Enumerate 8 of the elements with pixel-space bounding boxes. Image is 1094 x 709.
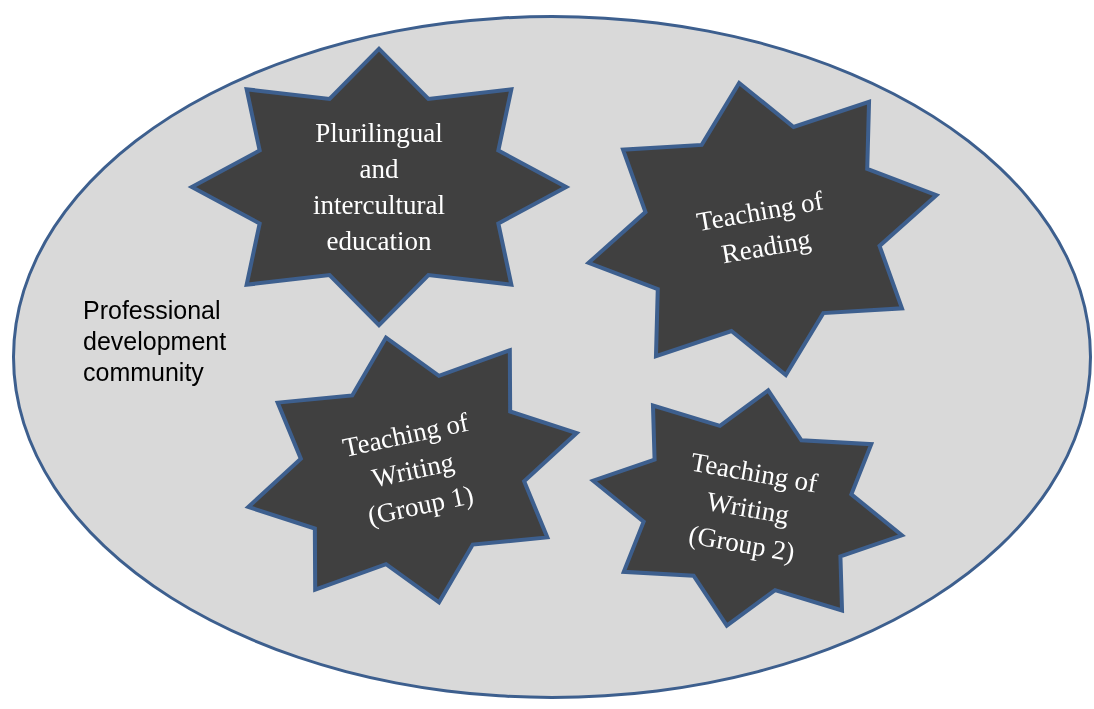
star-shape	[590, 388, 905, 628]
group-label: Plurilingual and intercultural education	[312, 117, 446, 258]
group-label: Teaching of Writing (Group 2)	[684, 445, 821, 570]
community-label: Professional development community	[83, 295, 228, 388]
group-label: Teaching of Reading	[692, 184, 826, 272]
star-shape	[245, 335, 580, 605]
star-shape	[585, 80, 940, 378]
group-label: Teaching of Writing (Group 1)	[338, 405, 477, 534]
